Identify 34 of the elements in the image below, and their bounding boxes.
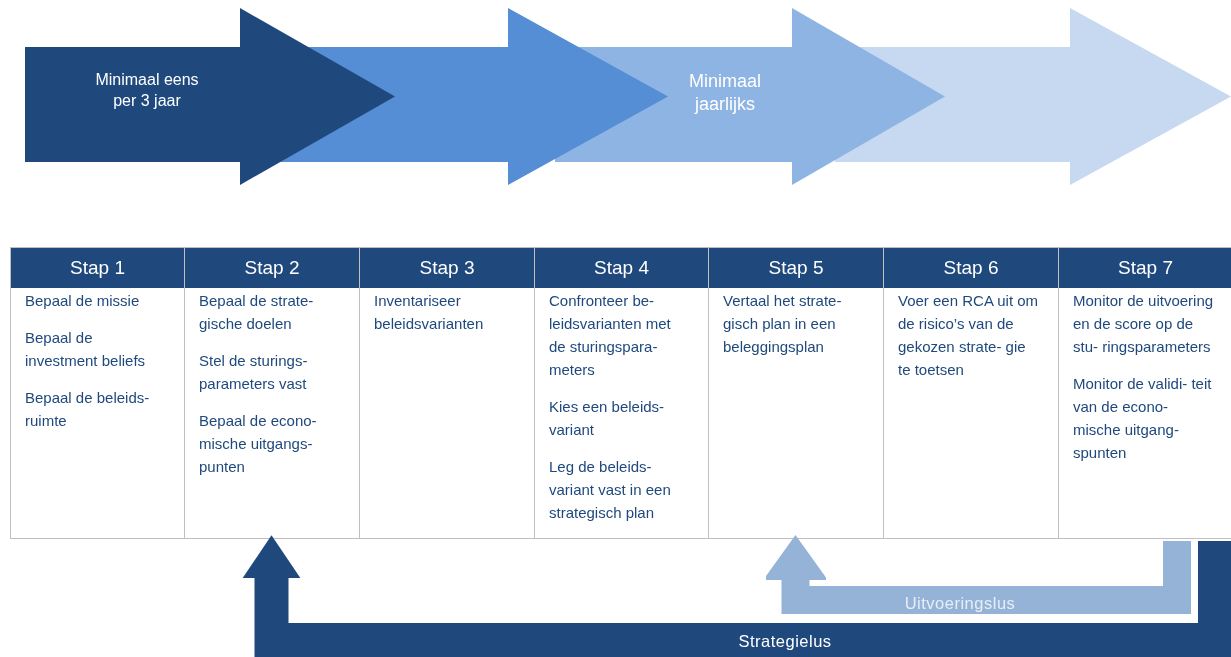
chevron-label: Minimaal jaarlijks (688, 70, 762, 117)
step-text: Bepaal de missie (25, 291, 141, 311)
step-text: Monitor de uitvoering en de score op de stu- ringsparameters (1073, 291, 1214, 357)
step-text: Inventariseer beleidsvarianten (374, 291, 485, 334)
step-header: Stap 1 (11, 248, 184, 288)
step-column (184, 247, 360, 539)
step-header: Stap 4 (535, 248, 708, 288)
step-text: Bepaal de strate- gische doelen (199, 291, 315, 334)
step-text: Confronteer be- leidsvarianten met de sturingspara- meters (549, 291, 672, 380)
step-header: Stap 6 (884, 248, 1058, 288)
step-text: Bepaal de econo- mische uitgangs- punten (199, 411, 318, 477)
step-text: Monitor de validi- teit van de econo- mische uitgang- spunten (1073, 374, 1213, 463)
step-text: Voer een RCA uit om de risico’s van de gekozen strate- gie te toetsen (898, 291, 1040, 380)
step-header: Stap 3 (360, 248, 534, 288)
step-text: Bepaal de investment beliefs (25, 328, 147, 371)
step-text: Bepaal de beleids- ruimte (25, 388, 151, 431)
step-column (359, 247, 535, 539)
chevron-shape (25, 8, 395, 185)
step-column (10, 247, 185, 539)
step-column (1058, 247, 1231, 539)
step-header: Stap 2 (185, 248, 359, 288)
chevron-shape (835, 8, 1231, 185)
step-text: Vertaal het strate- gisch plan in een beleggingsplan (723, 291, 843, 357)
step-text: Stel de sturings- parameters vast (199, 351, 309, 394)
step-text: Leg de beleids- variant vast in een strategisch plan (549, 457, 672, 523)
edge-label: Uitvoeringslus (904, 593, 1016, 613)
step-text: Kies een beleids- variant (549, 397, 666, 440)
step-header: Stap 5 (709, 248, 883, 288)
chevron-label: Minimaal eens per 3 jaar (94, 70, 200, 111)
edge-label: Strategielus (738, 631, 832, 651)
step-column (883, 247, 1059, 539)
step-column (708, 247, 884, 539)
step-column (534, 247, 709, 539)
step-header: Stap 7 (1059, 248, 1231, 288)
